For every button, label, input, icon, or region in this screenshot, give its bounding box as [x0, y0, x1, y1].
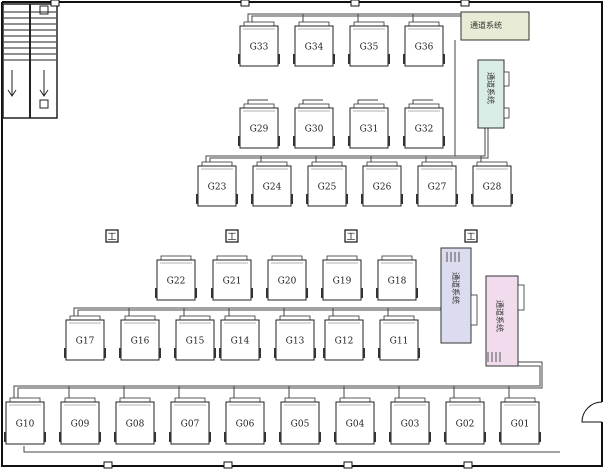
- unit-label: G18: [388, 277, 407, 287]
- unit-g06: G06: [224, 397, 266, 445]
- unit-label: G09: [71, 420, 90, 430]
- unit-label: G33: [250, 43, 269, 53]
- unit-label: G35: [360, 43, 379, 53]
- unit-label: G28: [483, 183, 502, 193]
- system-label: 通道系统: [486, 72, 496, 104]
- unit-g01: G01: [499, 397, 541, 445]
- unit-label: G32: [415, 125, 434, 135]
- unit-g30: G30: [293, 103, 335, 149]
- unit-g32: G32: [403, 103, 445, 149]
- unit-label: G20: [278, 277, 297, 287]
- unit-label: G07: [181, 420, 200, 430]
- svg-text:工: 工: [227, 233, 236, 243]
- stairwell: [2, 3, 58, 119]
- unit-label: G30: [305, 125, 324, 135]
- unit-label: G15: [186, 337, 205, 347]
- unit-label: G04: [346, 420, 365, 430]
- unit-label: G31: [360, 125, 379, 135]
- unit-label: G27: [428, 183, 447, 193]
- unit-g31: G31: [348, 103, 390, 149]
- unit-g27: G27: [416, 161, 458, 207]
- unit-label: G10: [16, 420, 35, 430]
- unit-g26: G26: [361, 161, 403, 207]
- unit-g08: G08: [114, 397, 156, 445]
- unit-g29: G29: [238, 103, 280, 149]
- system-label: 通道系统: [451, 272, 461, 304]
- unit-g22: G22: [155, 255, 197, 301]
- unit-label: G06: [236, 420, 255, 430]
- unit-g16: G16: [119, 315, 161, 361]
- unit-label: G25: [318, 183, 337, 193]
- unit-label: G21: [223, 277, 242, 287]
- system-right-vertical: 通道系统: [477, 59, 510, 129]
- unit-g21: G21: [211, 255, 253, 301]
- unit-g12: G12: [323, 315, 365, 361]
- unit-label: G03: [401, 420, 420, 430]
- column-marker: 工: [344, 229, 358, 243]
- unit-g20: G20: [266, 255, 308, 301]
- unit-g28: G28: [471, 161, 513, 207]
- svg-text:工: 工: [346, 233, 355, 243]
- column-marker: 工: [105, 229, 119, 243]
- unit-label: G26: [373, 183, 392, 193]
- pipe-network: [13, 13, 560, 453]
- system-label: 通道系统: [470, 20, 502, 30]
- unit-g02: G02: [444, 397, 486, 445]
- unit-g24: G24: [251, 161, 293, 207]
- unit-label: G17: [76, 337, 95, 347]
- unit-g34: G34: [293, 21, 335, 67]
- unit-g18: G18: [376, 255, 418, 301]
- column-marker: 工: [225, 229, 239, 243]
- unit-label: G11: [390, 337, 409, 347]
- unit-g23: G23: [196, 161, 238, 207]
- system-label: 通道系统: [495, 300, 505, 332]
- unit-g33: G33: [238, 21, 280, 67]
- interior-columns: 工工工工: [105, 229, 478, 243]
- unit-g11: G11: [378, 315, 420, 361]
- unit-label: G02: [456, 420, 475, 430]
- unit-label: G12: [335, 337, 354, 347]
- svg-text:工: 工: [107, 233, 116, 243]
- unit-label: G34: [305, 43, 324, 53]
- unit-label: G29: [250, 125, 269, 135]
- door-arc: [581, 401, 603, 423]
- unit-g36: G36: [403, 21, 445, 67]
- unit-g04: G04: [334, 397, 376, 445]
- unit-g09: G09: [59, 397, 101, 445]
- unit-g15: G15: [174, 315, 216, 361]
- unit-label: G01: [511, 420, 530, 430]
- unit-label: G23: [208, 183, 227, 193]
- system-middle-pink: 通道系统: [485, 275, 525, 367]
- system-top-right: 通道系统: [460, 11, 530, 41]
- unit-label: G08: [126, 420, 145, 430]
- unit-label: G36: [415, 43, 434, 53]
- unit-label: G05: [291, 420, 310, 430]
- column-marker: 工: [464, 229, 478, 243]
- unit-g14: G14: [219, 315, 261, 361]
- unit-label: G19: [333, 277, 352, 287]
- system-middle-blue: 通道系统: [440, 247, 478, 344]
- unit-label: G22: [167, 277, 186, 287]
- unit-label: G13: [286, 337, 305, 347]
- unit-label: G14: [231, 337, 250, 347]
- unit-g10: G10: [4, 397, 46, 445]
- unit-g07: G07: [169, 397, 211, 445]
- unit-g25: G25: [306, 161, 348, 207]
- unit-g05: G05: [279, 397, 321, 445]
- unit-g35: G35: [348, 21, 390, 67]
- wall-column-markers: [50, 0, 473, 469]
- unit-g17: G17: [64, 315, 106, 361]
- unit-g03: G03: [389, 397, 431, 445]
- unit-g19: G19: [321, 255, 363, 301]
- unit-label: G24: [263, 183, 282, 193]
- unit-label: G16: [131, 337, 150, 347]
- unit-g13: G13: [274, 315, 316, 361]
- svg-text:工: 工: [466, 233, 475, 243]
